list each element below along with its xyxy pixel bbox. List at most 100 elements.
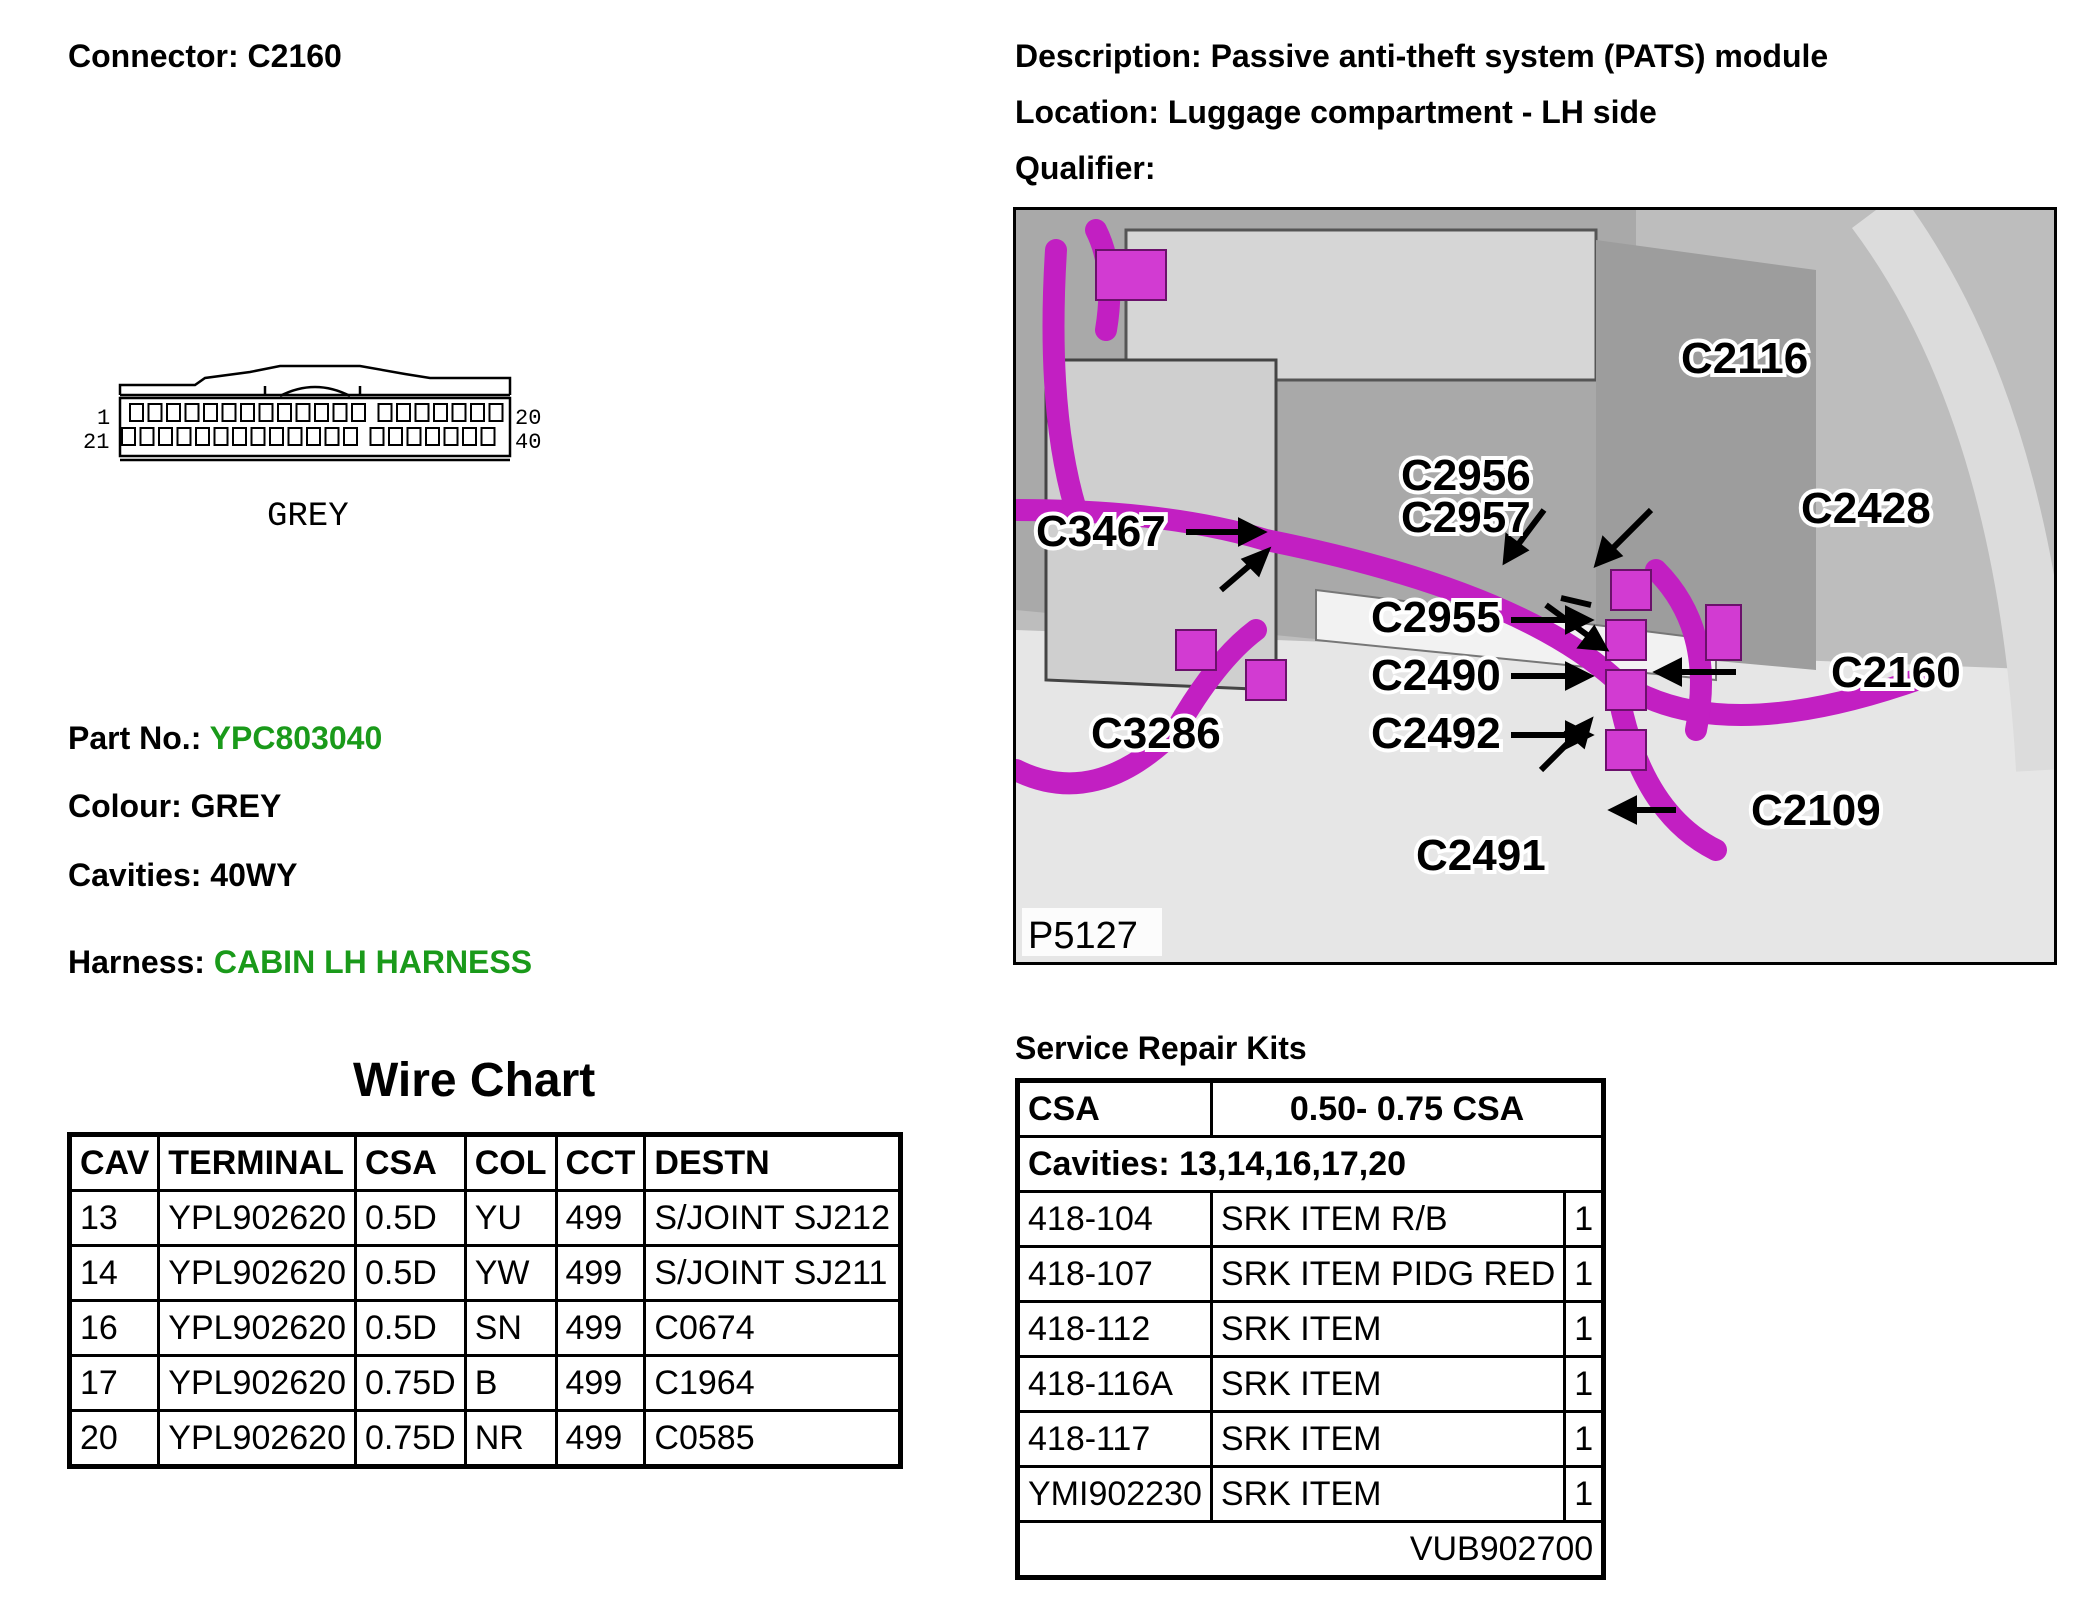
cell-cav: 16 — [67, 1299, 161, 1357]
connector-cavity — [121, 427, 136, 446]
connector-cavity — [377, 403, 393, 422]
connector-cavity — [443, 427, 459, 446]
part-number-value: YPC803040 — [209, 720, 383, 756]
cell-col: YW — [463, 1244, 558, 1302]
callout-C2956: C2956 — [1401, 451, 1531, 500]
column-header-destn: DESTN — [643, 1133, 902, 1192]
connector-cavity — [158, 427, 173, 446]
callout-C2490: C2490 — [1371, 651, 1501, 700]
harness-value: CABIN LH HARNESS — [213, 944, 533, 980]
connector-cavity — [470, 403, 485, 422]
connector-cavity — [425, 427, 440, 446]
cell-cct: 499 — [554, 1244, 647, 1302]
srk-footer-row: VUB902700 — [1015, 1520, 1606, 1579]
description-value: Passive anti-theft system (PATS) module — [1210, 38, 1829, 74]
connector-cavity — [343, 427, 358, 446]
cell-cav: 14 — [67, 1244, 161, 1302]
srk-part-number: 418-104 — [1016, 1190, 1213, 1248]
part-number-label: Part No.: — [68, 720, 202, 756]
cell-cct: 499 — [554, 1299, 647, 1357]
cell-cct: 499 — [554, 1189, 647, 1247]
connector-cavity — [488, 403, 504, 422]
srk-item-quantity: 1 — [1563, 1300, 1606, 1358]
callout-C3286: C3286 — [1091, 709, 1221, 758]
cell-col: B — [463, 1354, 558, 1412]
connector-cavity — [351, 403, 366, 422]
srk-part-number: 418-107 — [1016, 1245, 1213, 1303]
connector-cavity — [480, 427, 496, 446]
qualifier-line: Qualifier: — [1015, 150, 1155, 187]
cell-cct: 499 — [554, 1409, 647, 1468]
colour-label: Colour: — [68, 788, 182, 824]
connector-cavity — [369, 427, 385, 446]
harness-line: Harness: CABIN LH HARNESS — [68, 944, 532, 981]
location-line: Location: Luggage compartment - LH side — [1015, 94, 1657, 131]
harness-label: Harness: — [68, 944, 205, 980]
wire-chart-title: Wire Chart — [353, 1054, 596, 1107]
srk-item-description: SRK ITEM — [1209, 1465, 1567, 1523]
cell-csa: 0.5D — [354, 1189, 467, 1247]
callout-C2428: C2428 — [1801, 484, 1931, 533]
part-number-line: Part No.: YPC803040 — [68, 720, 382, 757]
cell-terminal: YPL902620 — [157, 1189, 357, 1247]
table-row: 20 YPL902620 0.75D NR 499 C0585 — [67, 1409, 902, 1468]
colour-value: GREY — [190, 788, 282, 824]
connector-cavity — [269, 427, 284, 446]
location-photo: C2116 C2956 C2957 C3467 C2428 C2955 C216… — [1013, 207, 2057, 965]
connector-cavity — [396, 403, 411, 422]
connector-face-drawing: 1 21 20 40 GREY — [83, 364, 541, 536]
cell-terminal: YPL902620 — [157, 1354, 357, 1412]
table-row: 16 YPL902620 0.5D SN 499 C0674 — [67, 1299, 902, 1357]
table-row: 14 YPL902620 0.5D YW 499 S/JOINT SJ211 — [67, 1244, 902, 1302]
cell-terminal: YPL902620 — [157, 1299, 357, 1357]
wire-chart-header-row: CAV TERMINAL CSA COL CCT DESTN — [67, 1133, 902, 1192]
callout-C2955: C2955 — [1371, 593, 1501, 642]
cavities-label: Cavities: — [68, 857, 202, 893]
srk-part-number: YMI902230 — [1016, 1465, 1213, 1523]
cell-csa: 0.75D — [354, 1409, 467, 1468]
table-row: 418-117 SRK ITEM 1 — [1016, 1410, 1606, 1468]
connector-cavity — [332, 403, 348, 422]
location-value: Luggage compartment - LH side — [1167, 94, 1657, 130]
cell-terminal: YPL902620 — [157, 1244, 357, 1302]
srk-part-number: 418-112 — [1016, 1300, 1213, 1358]
connector-cavity — [195, 427, 210, 446]
column-header-col: COL — [463, 1133, 558, 1192]
location-photo-illustration: C2116 C2956 C2957 C3467 C2428 C2955 C216… — [1016, 210, 2054, 962]
connector-cavity — [240, 403, 255, 422]
connector-cavity — [258, 403, 274, 422]
connector-cavity — [433, 403, 448, 422]
connector-cavity — [388, 427, 403, 446]
table-row: YMI902230 SRK ITEM 1 — [1016, 1465, 1606, 1523]
connector-cavity — [147, 403, 163, 422]
connector-cavity — [287, 427, 303, 446]
callout-C2492: C2492 — [1371, 709, 1501, 758]
connector-cavity — [176, 427, 192, 446]
connector-cavity — [324, 427, 340, 446]
cell-cav: 17 — [67, 1354, 161, 1412]
connector-cavity — [295, 403, 311, 422]
srk-item-quantity: 1 — [1563, 1245, 1606, 1303]
cell-destn: C0674 — [643, 1299, 902, 1357]
cell-destn: S/JOINT SJ211 — [643, 1244, 902, 1302]
wire-chart-table: CAV TERMINAL CSA COL CCT DESTN 13 YPL902… — [67, 1132, 903, 1469]
description-label: Description: — [1015, 38, 1202, 74]
connector-cavity — [166, 403, 181, 422]
table-row: 418-107 SRK ITEM PIDG RED 1 — [1016, 1245, 1606, 1303]
connector-cavity — [139, 427, 155, 446]
connector-cavity — [213, 427, 229, 446]
colour-line: Colour: GREY — [68, 788, 281, 825]
table-row: 418-116A SRK ITEM 1 — [1016, 1355, 1606, 1413]
description-line: Description: Passive anti-theft system (… — [1015, 38, 1828, 75]
pin-number-21: 21 — [83, 430, 109, 455]
connector-cavity — [129, 403, 144, 422]
callout-C3467: C3467 — [1036, 507, 1166, 556]
srk-cavities-text: Cavities: 13,14,16,17,20 — [1015, 1135, 1606, 1193]
srk-item-description: SRK ITEM R/B — [1209, 1190, 1567, 1248]
srk-item-quantity: 1 — [1563, 1355, 1606, 1413]
cell-csa: 0.75D — [354, 1354, 467, 1412]
callout-C2957: C2957 — [1401, 493, 1531, 542]
connector-cavity — [221, 403, 237, 422]
srk-item-quantity: 1 — [1563, 1465, 1606, 1523]
cell-col: SN — [463, 1299, 558, 1357]
